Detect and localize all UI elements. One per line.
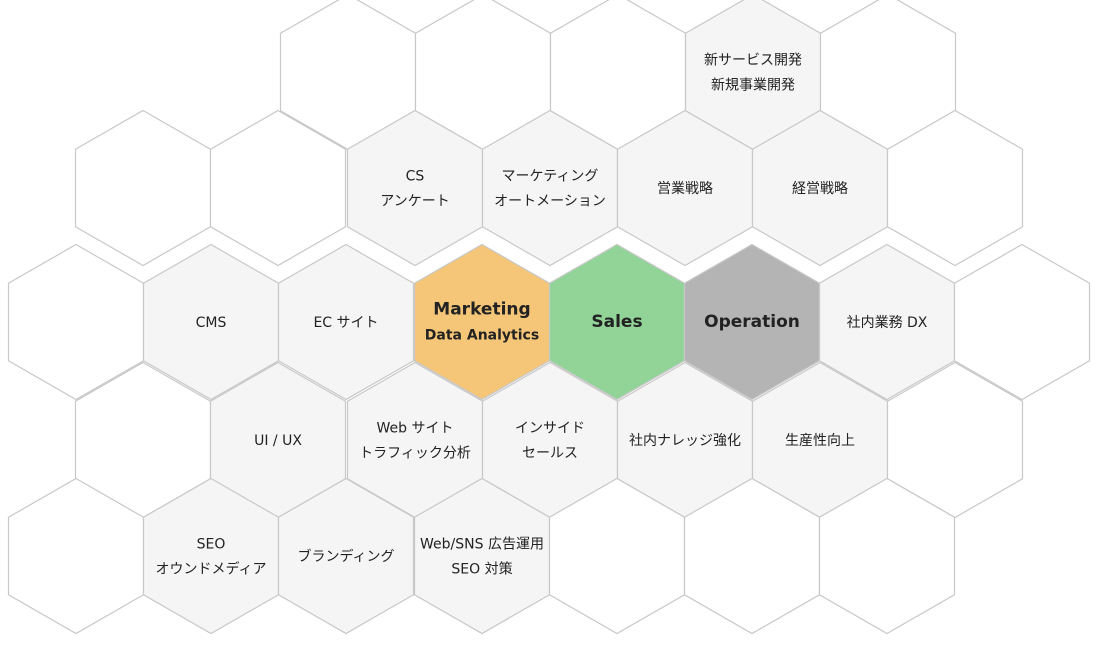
- hex-label-line: マーケティング: [502, 169, 599, 185]
- hex-label-line: インサイド: [515, 421, 585, 437]
- hex-shape: [953, 243, 1091, 401]
- hex-label-line: 新規事業開発: [711, 78, 795, 94]
- hex-label-line: アンケート: [380, 194, 449, 210]
- hex-shape: [277, 477, 415, 635]
- hex-label-line: 社内ナレッジ強化: [629, 433, 741, 449]
- hex-cell-empty: [818, 477, 956, 635]
- hex-label-line: SEO 対策: [451, 561, 512, 578]
- hex-label-line: トラフィック分析: [359, 446, 471, 462]
- hex-cell-label: UI / UX: [209, 361, 347, 519]
- hex-label-line: 生産性向上: [785, 433, 855, 449]
- hex-label-line: CMS: [196, 315, 227, 331]
- hex-label-line: CS: [406, 169, 425, 185]
- hex-cell-label: Web/SNS 広告運用 SEO 対策: [413, 477, 551, 635]
- hex-label-line: EC サイト: [313, 315, 378, 331]
- hex-label-line: 新サービス開発: [704, 53, 802, 69]
- hex-label-line: 社内業務 DX: [847, 315, 928, 331]
- hex-label-line: Operation: [704, 312, 800, 332]
- hex-cell-label: 社内業務 DX: [818, 243, 956, 401]
- hex-cell-label: 経営戦略: [751, 109, 889, 267]
- hex-label-line: オウンドメディア: [155, 561, 266, 578]
- hex-shape: [818, 477, 956, 635]
- hex-label-line: Marketing: [433, 300, 530, 320]
- hex-cell-label: CS アンケート: [346, 109, 484, 267]
- hex-label-line: Sales: [591, 312, 642, 332]
- hex-cell-empty: [74, 109, 212, 267]
- hex-cell-empty: [886, 109, 1024, 267]
- hex-label-line: 営業戦略: [657, 181, 713, 197]
- hex-label-line: ブランディング: [297, 548, 394, 565]
- hex-cell-label: CMS: [142, 243, 280, 401]
- hex-shape: [277, 243, 415, 401]
- hex-cell-label: ブランディング: [277, 477, 415, 635]
- hex-label-line: Web サイト: [377, 421, 454, 437]
- hex-shape: [886, 109, 1024, 267]
- hex-cell-label: SEO オウンドメディア: [142, 477, 280, 635]
- hex-label-line: 経営戦略: [792, 181, 848, 197]
- hex-shape: [209, 109, 347, 267]
- hex-label-line: SEO: [197, 537, 226, 553]
- hex-cell-empty: [209, 109, 347, 267]
- hex-label-line: セールス: [522, 446, 578, 462]
- hex-cell-label: 生産性向上: [751, 361, 889, 519]
- hex-label-line: オートメーション: [494, 194, 606, 210]
- hex-cell-label: EC サイト: [277, 243, 415, 401]
- hex-label-line: Data Analytics: [425, 328, 539, 344]
- hex-label-line: Web/SNS 広告運用: [420, 537, 544, 553]
- hex-shape: [74, 109, 212, 267]
- hex-cell-empty: [953, 243, 1091, 401]
- hex-label-line: UI / UX: [254, 433, 302, 449]
- hex-cell-label: 社内ナレッジ強化: [616, 361, 754, 519]
